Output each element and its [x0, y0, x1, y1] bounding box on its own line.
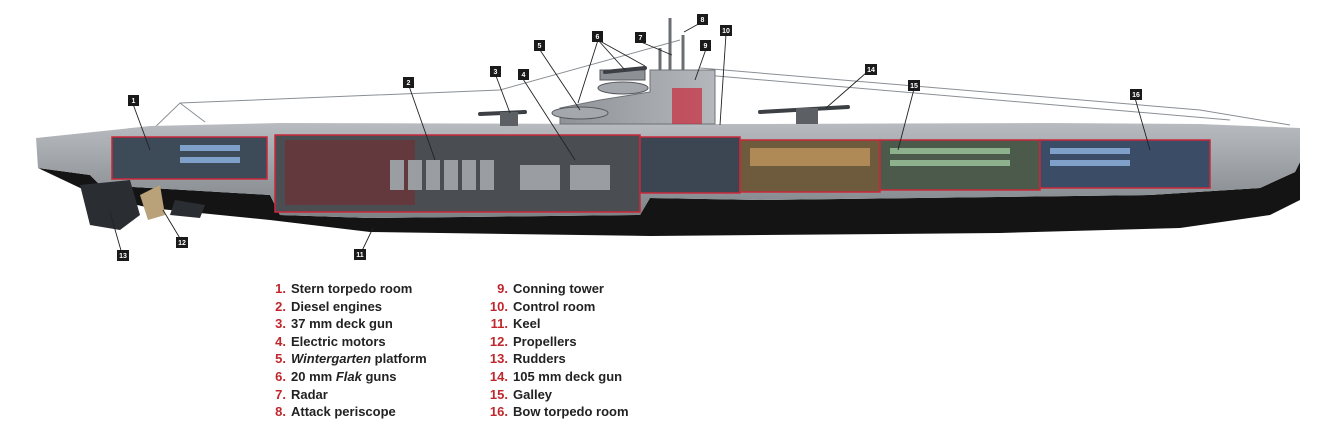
legend-number: 6.: [270, 368, 286, 386]
callout-10: 10: [720, 25, 732, 36]
callout-12: 12: [176, 237, 188, 248]
svg-text:16: 16: [1132, 92, 1140, 99]
legend-item: 13. Rudders: [486, 350, 629, 368]
legend-number: 3.: [270, 315, 286, 333]
legend-label: Propellers: [513, 334, 577, 349]
deck-gun-37mm-mount: [500, 112, 518, 126]
legend-item: 8. Attack periscope: [270, 403, 427, 421]
callout-5: 5: [534, 40, 545, 51]
callout-13: 13: [117, 250, 129, 261]
legend-label-rest: guns: [362, 369, 397, 384]
svg-text:6: 6: [596, 34, 600, 41]
svg-text:5: 5: [538, 43, 542, 50]
legend-number: 13.: [486, 350, 508, 368]
svg-text:15: 15: [910, 83, 918, 90]
svg-text:4: 4: [522, 72, 526, 79]
legend-left-column: 1. Stern torpedo room 2. Diesel engines 3.…: [270, 280, 427, 421]
legend-number: 10.: [486, 298, 508, 316]
legend-item: 10. Control room: [486, 298, 629, 316]
legend-number: 7.: [270, 386, 286, 404]
callout-7: 7: [635, 32, 646, 43]
legend-number: 16.: [486, 403, 508, 421]
legend-item: 4. Electric motors: [270, 333, 427, 351]
legend-item: 5. Wintergarten platform: [270, 350, 427, 368]
legend-number: 5.: [270, 350, 286, 368]
deck-gun-105mm-mount: [796, 108, 818, 124]
svg-text:9: 9: [704, 43, 708, 50]
legend-item: 12. Propellers: [486, 333, 629, 351]
callout-6: 6: [592, 31, 603, 42]
legend-item: 15. Galley: [486, 386, 629, 404]
svg-text:7: 7: [639, 35, 643, 42]
legend-label: Galley: [513, 387, 552, 402]
callout-16: 16: [1130, 89, 1142, 100]
legend-item: 1. Stern torpedo room: [270, 280, 427, 298]
legend-item: 9. Conning tower: [486, 280, 629, 298]
legend-item: 6. 20 mm Flak guns: [270, 368, 427, 386]
legend-label-rest: platform: [371, 351, 427, 366]
legend-number: 9.: [486, 280, 508, 298]
legend-label: Rudders: [513, 351, 566, 366]
legend-right-column: 9.Conning tower 10.Control room 11.Keel …: [486, 280, 629, 421]
callout-14: 14: [865, 64, 877, 75]
legend-number: 14.: [486, 368, 508, 386]
legend-label: Radar: [291, 387, 328, 402]
svg-text:2: 2: [407, 80, 411, 87]
legend-label: Keel: [513, 316, 540, 331]
legend-item: 11. Keel: [486, 315, 629, 333]
legend-label: Bow torpedo room: [513, 404, 629, 419]
legend-label: 37 mm deck gun: [291, 316, 393, 331]
legend-number: 2.: [270, 298, 286, 316]
legend-number: 4.: [270, 333, 286, 351]
tower-red-interior: [672, 88, 702, 124]
legend-item: 16. Bow torpedo room: [486, 403, 629, 421]
legend-label: Electric motors: [291, 334, 386, 349]
svg-text:13: 13: [119, 253, 127, 260]
legend-label: 105 mm deck gun: [513, 369, 622, 384]
svg-text:10: 10: [722, 28, 730, 35]
legend-label-italic: Flak: [336, 369, 362, 384]
legend-label-italic: Wintergarten: [291, 351, 371, 366]
callout-2: 2: [403, 77, 414, 88]
svg-text:11: 11: [356, 252, 364, 259]
legend-item: 14. 105 mm deck gun: [486, 368, 629, 386]
callout-11: 11: [354, 249, 366, 260]
svg-text:12: 12: [178, 240, 186, 247]
svg-text:14: 14: [867, 67, 875, 74]
legend-number: 8.: [270, 403, 286, 421]
legend-item: 2. Diesel engines: [270, 298, 427, 316]
legend-number: 1.: [270, 280, 286, 298]
svg-text:3: 3: [494, 69, 498, 76]
legend-number: 11.: [486, 315, 508, 333]
legend-label: Stern torpedo room: [291, 281, 412, 296]
svg-text:1: 1: [132, 98, 136, 105]
callout-15: 15: [908, 80, 920, 91]
masts: [660, 18, 683, 70]
legend-label: Attack periscope: [291, 404, 396, 419]
submarine-cutaway-diagram: 1 2 3 4 5 6 7 8: [0, 0, 1332, 270]
legend-label: Conning tower: [513, 281, 604, 296]
callout-4: 4: [518, 69, 529, 80]
legend-item: 3. 37 mm deck gun: [270, 315, 427, 333]
legend-label: Control room: [513, 299, 595, 314]
legend-label-pre: 20 mm: [291, 369, 336, 384]
legend-number: 15.: [486, 386, 508, 404]
callout-3: 3: [490, 66, 501, 77]
legend-number: 12.: [486, 333, 508, 351]
callout-1: 1: [128, 95, 139, 106]
legend-label: Diesel engines: [291, 299, 382, 314]
svg-text:8: 8: [701, 17, 705, 24]
callout-8: 8: [697, 14, 708, 25]
callout-9: 9: [700, 40, 711, 51]
legend-item: 7. Radar: [270, 386, 427, 404]
